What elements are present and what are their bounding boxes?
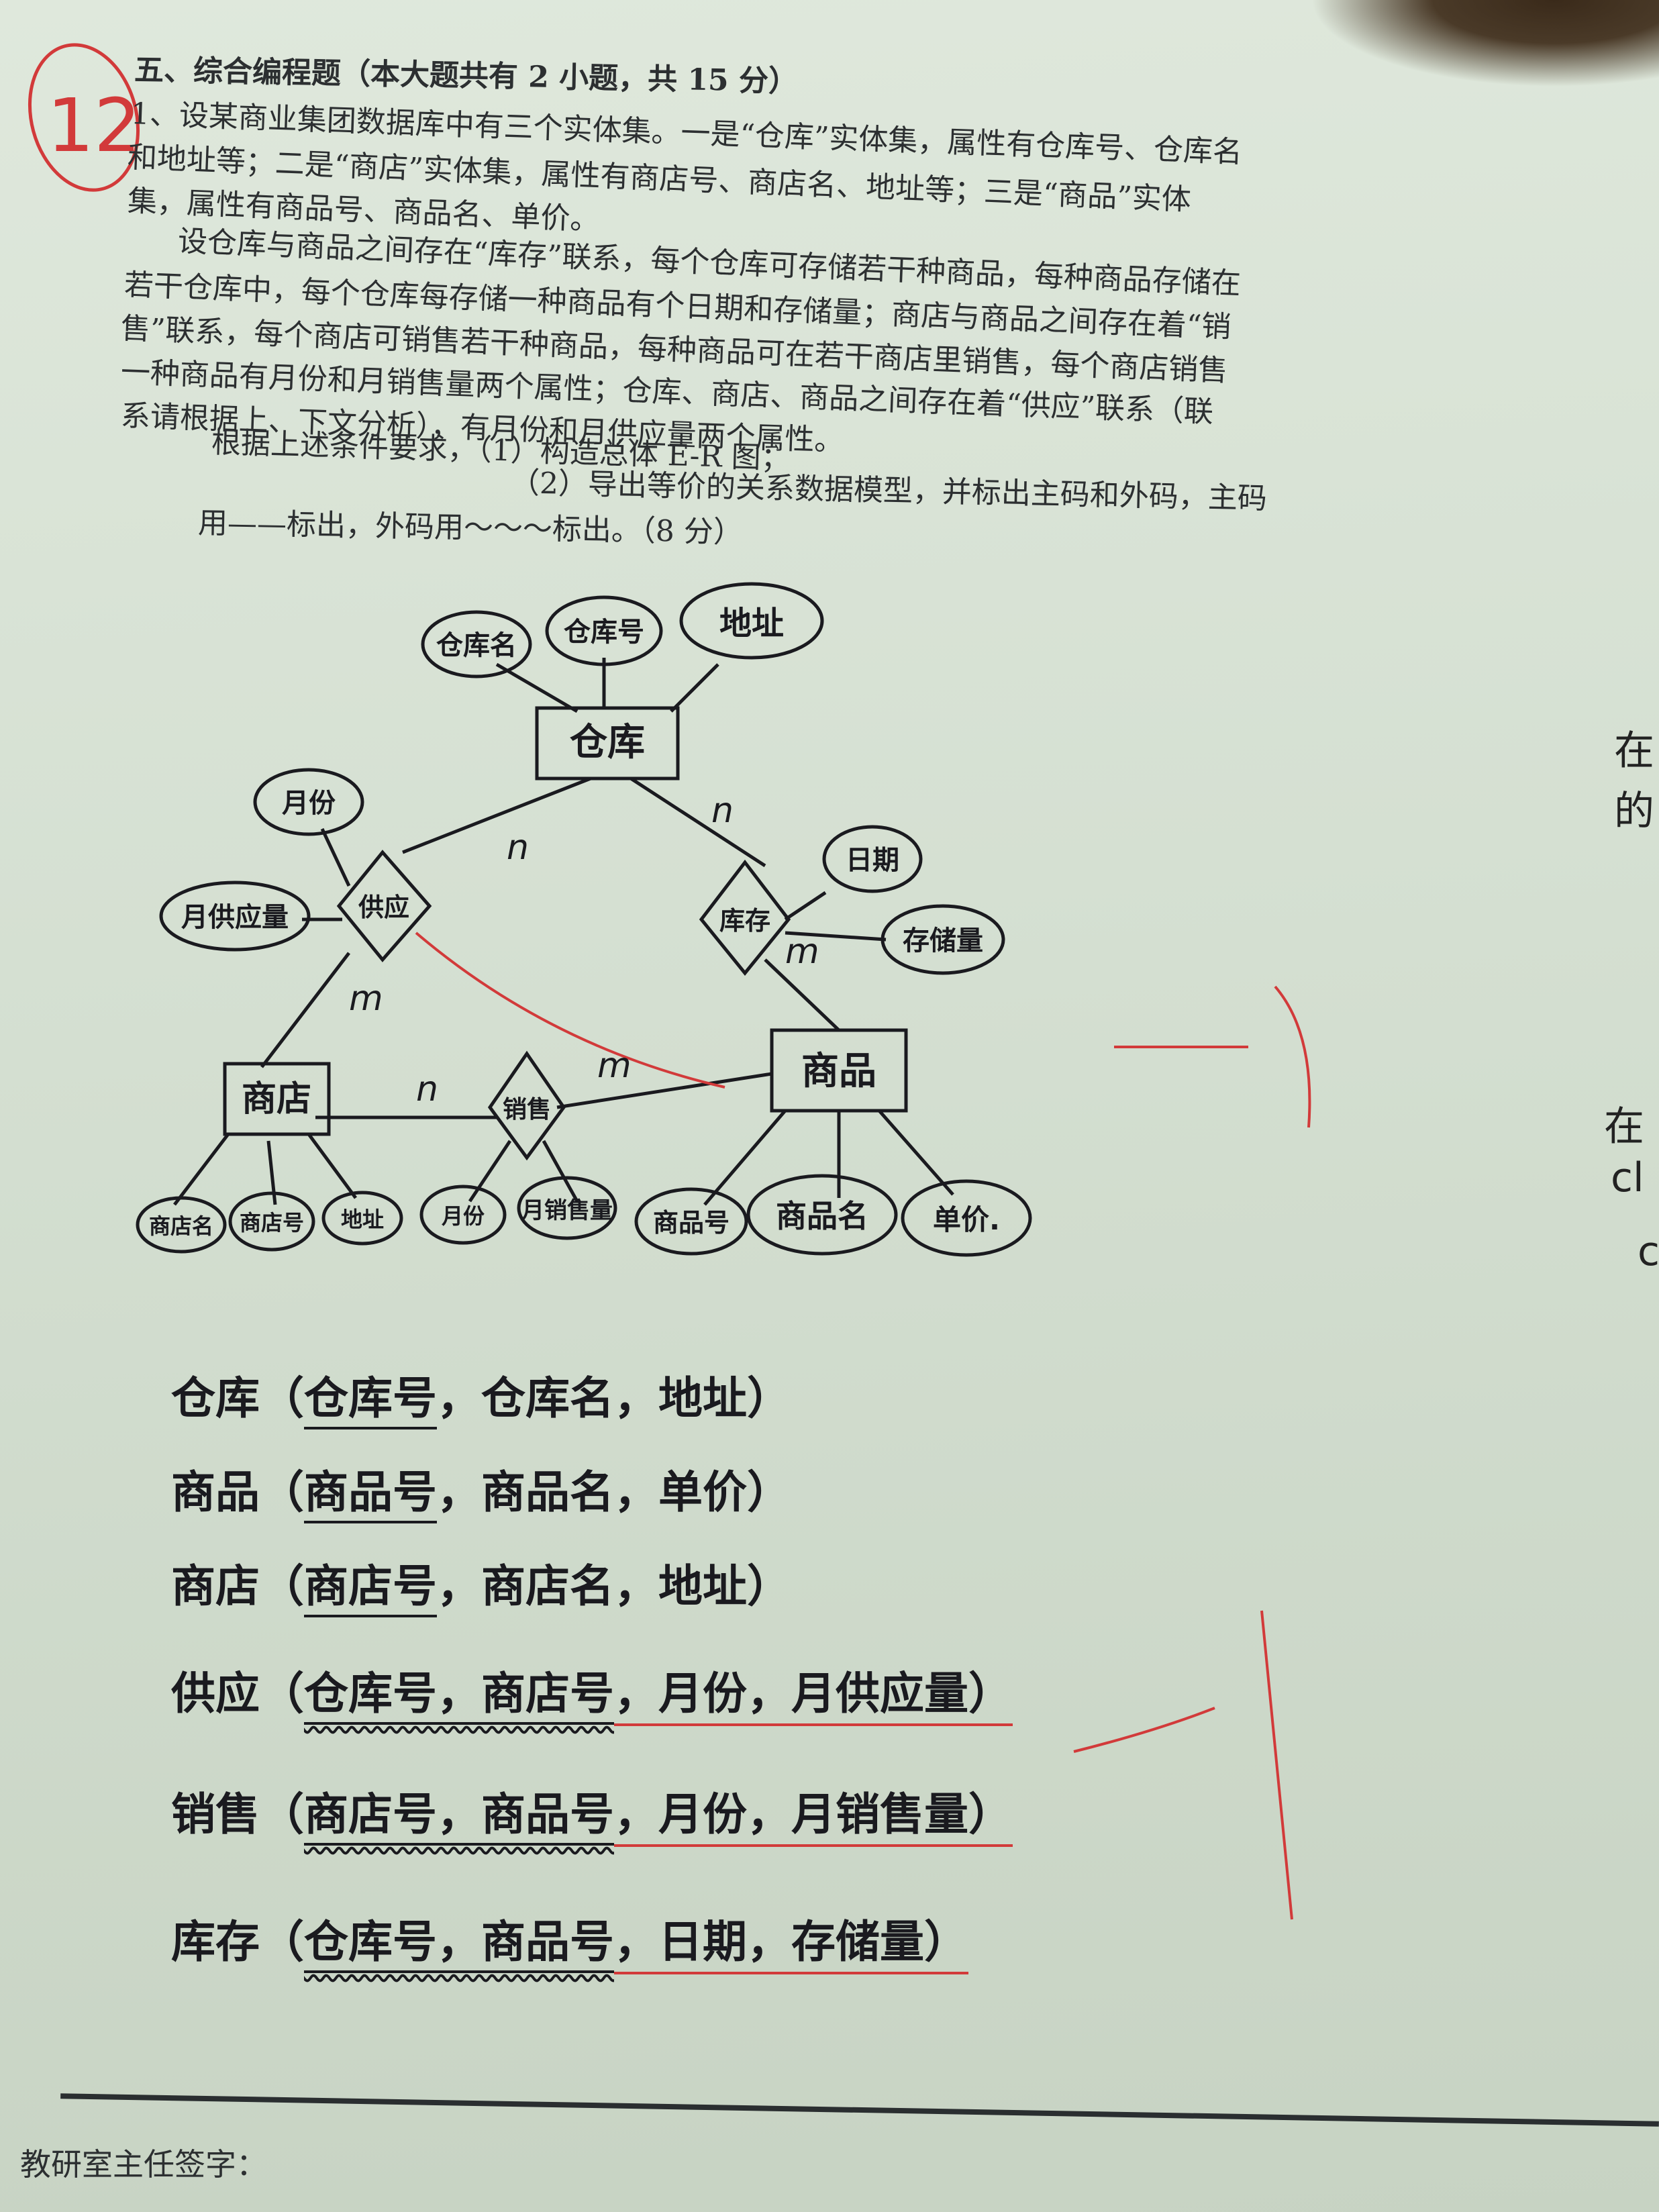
relation-pk: 商店号，商品号 [304, 1789, 614, 1846]
relationship-diamond-sale [487, 1050, 566, 1161]
relation-row: 供应（仓库号，商店号，月份，月供应量） [171, 1658, 1013, 1725]
relationship-supply: 供应 [358, 893, 409, 922]
relation-pk: 仓库号，商店号 [304, 1668, 614, 1725]
attr-ellipse-goods-name [746, 1174, 898, 1256]
entity-box-store [223, 1062, 331, 1136]
attr-goods-no: 商品号 [653, 1208, 730, 1238]
attr-ellipse-store-addr [321, 1191, 403, 1246]
attr-ellipse-warehouse-no [545, 595, 663, 666]
relation-row: 商店（商店号，商店名，地址） [171, 1550, 791, 1617]
relationship-stock: 库存 [719, 906, 770, 936]
attr-ellipse-supply-month [253, 768, 364, 836]
attr-warehouse-no: 仓库号 [564, 617, 644, 648]
red-margin-line-3 [1260, 1610, 1293, 1920]
relation-pk: 商店号 [304, 1560, 437, 1617]
relationship-sale: 销售 [503, 1096, 551, 1123]
er-lines [173, 658, 954, 1206]
card-supply-warehouse: n [507, 827, 529, 868]
relation-name: 库存 [171, 1916, 260, 1968]
red-margin-bracket-1 [1274, 985, 1311, 1128]
attr-supply-month: 月份 [282, 788, 336, 819]
relation-pk: 商品号 [304, 1466, 437, 1523]
relation-rest: ，商店名，地址） [437, 1560, 791, 1612]
attr-ellipse-goods-price [901, 1179, 1032, 1257]
relation-pk: 仓库号 [304, 1372, 437, 1429]
attr-ellipse-sale-qty [517, 1176, 617, 1240]
margin-note: 的 [1614, 788, 1654, 835]
attr-sale-qty: 月销售量 [521, 1197, 613, 1224]
relation-name: 商品 [171, 1466, 260, 1518]
attr-ellipse-sale-month [419, 1185, 507, 1245]
entity-box-warehouse [535, 706, 680, 781]
attr-store-no: 商店号 [240, 1210, 304, 1236]
relation-row: 商品（商品号，商品名，单价） [171, 1456, 791, 1523]
margin-note: 在 [1614, 727, 1654, 774]
attr-ellipse-store-name [136, 1196, 227, 1254]
entity-warehouse: 仓库 [570, 721, 645, 764]
attr-ellipse-stock-qty [881, 904, 1005, 975]
relation-name: 仓库 [171, 1372, 260, 1424]
relation-row: 仓库（仓库号，仓库名，地址） [171, 1362, 791, 1429]
red-correction-curve [415, 932, 725, 1089]
card-sale-goods: m [597, 1046, 632, 1086]
relation-name: 供应 [171, 1668, 260, 1719]
relation-rest: ，月份，月供应量） [614, 1668, 1013, 1719]
attr-warehouse-addr: 地址 [719, 605, 784, 642]
card-stock-goods: m [785, 932, 819, 972]
relation-rest: ，日期，存储量） [614, 1916, 968, 1968]
attr-warehouse-name: 仓库名 [436, 630, 517, 661]
attr-store-name: 商店名 [149, 1213, 213, 1239]
relation-rest: ，仓库名，地址） [437, 1372, 791, 1424]
relation-row: 销售（商店号，商品号，月份，月销售量） [171, 1778, 1013, 1846]
attr-supply-qty: 月供应量 [181, 902, 289, 933]
attr-goods-price: 单价. [933, 1203, 1000, 1236]
entity-store: 商店 [242, 1079, 311, 1119]
corner-shadow [1310, 0, 1659, 87]
attr-stock-qty: 存储量 [903, 925, 983, 956]
attr-goods-name: 商品名 [776, 1198, 868, 1234]
attr-ellipse-goods-no [634, 1187, 748, 1256]
relation-rest: ，商品名，单价） [437, 1466, 791, 1518]
card-supply-store: m [349, 978, 383, 1019]
relationship-diamond-stock [699, 859, 791, 976]
attr-ellipse-store-no [228, 1191, 315, 1252]
red-margin-line-2 [1073, 1707, 1215, 1753]
attr-stock-date: 日期 [846, 845, 899, 876]
relation-pk: 仓库号，商品号 [304, 1916, 614, 1973]
relation-row: 库存（仓库号，商品号，日期，存储量） [171, 1906, 968, 1973]
margin-note: c [1638, 1228, 1659, 1275]
relation-rest: ，月份，月销售量） [614, 1789, 1013, 1840]
margin-note: cl [1611, 1154, 1644, 1201]
attr-sale-month: 月份 [442, 1203, 485, 1229]
entity-box-goods [770, 1028, 908, 1113]
attr-ellipse-stock-date [822, 825, 923, 893]
attr-ellipse-warehouse-name [421, 610, 532, 678]
card-sale-store: n [416, 1069, 438, 1109]
relationship-diamond-supply [336, 850, 432, 962]
relation-name: 商店 [171, 1560, 260, 1612]
grade-mark: 12 [47, 83, 141, 168]
margin-note: 在 [1604, 1103, 1644, 1150]
attr-store-addr: 地址 [341, 1207, 384, 1232]
attr-ellipse-supply-qty [159, 881, 311, 952]
attr-ellipse-warehouse-addr [679, 582, 824, 660]
signature-label: 教研室主任签字： [20, 2146, 267, 2182]
grade-circle [28, 43, 140, 192]
relation-name: 销售 [171, 1789, 260, 1840]
card-stock-warehouse: n [711, 791, 734, 831]
entity-goods: 商品 [801, 1050, 876, 1093]
